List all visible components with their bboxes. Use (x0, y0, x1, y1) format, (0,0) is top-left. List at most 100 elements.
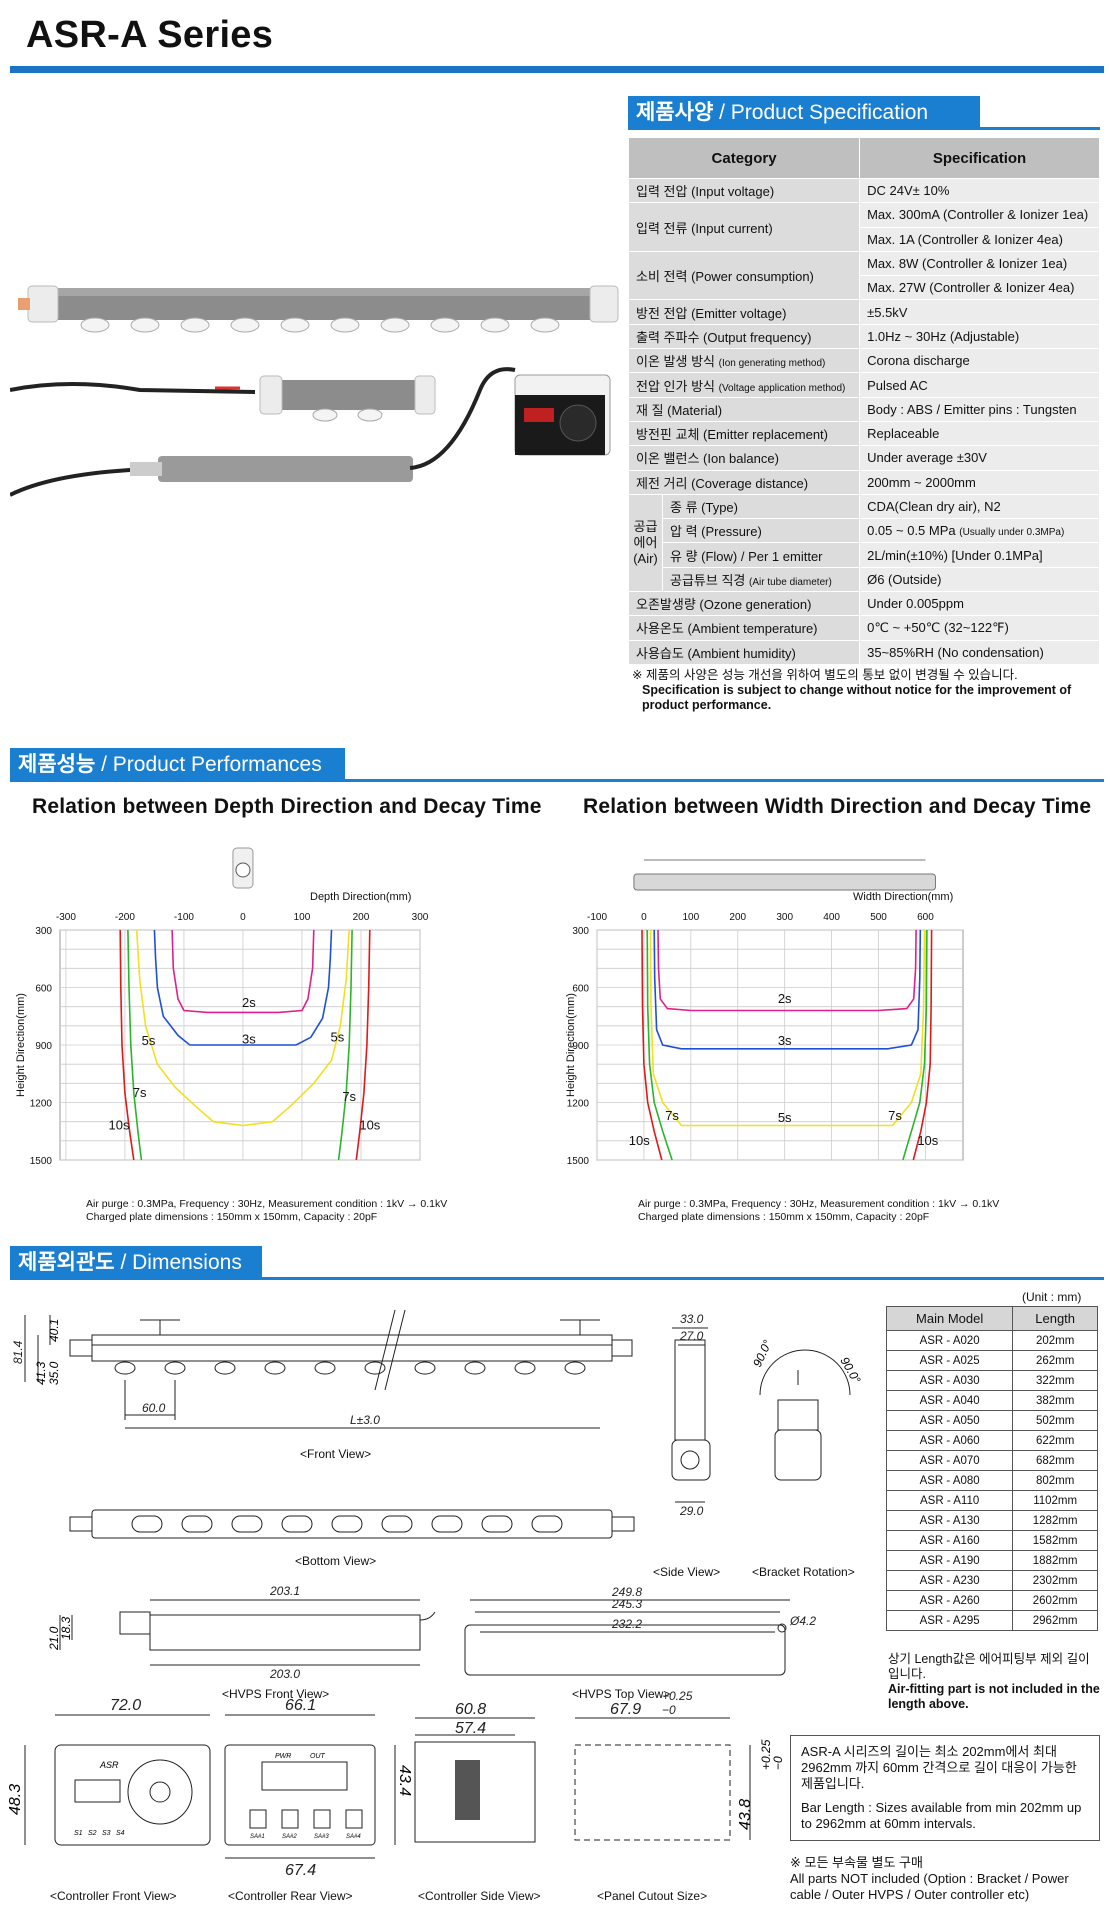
device-icon (633, 873, 936, 891)
series-line-7s (646, 929, 673, 1161)
spec-val: Body : ABS / Emitter pins : Tungsten (859, 396, 1100, 422)
spec-cat: 사용온도 (Ambient temperature) (627, 615, 861, 641)
parts-note-en: All parts NOT included (Option : Bracket… (790, 1871, 1069, 1902)
controller-rear-sa-2: SA#2 (282, 1834, 297, 1840)
dim-245-3: 245.3 (611, 1597, 642, 1611)
dim-43-4: 43.4 (396, 1765, 413, 1796)
x-tick-label: -300 (56, 912, 76, 923)
dim-33-0: 33.0 (680, 1312, 704, 1326)
spec-val: Under average ±30V (859, 445, 1100, 471)
curve-label: 10s (629, 1133, 650, 1148)
controller-front-port-4: S4 (116, 1830, 125, 1837)
model-length: 382mm (1012, 1390, 1098, 1411)
spec-air-group: 공급 에어 (Air) (628, 493, 663, 593)
y-tick-label: 1200 (30, 1099, 53, 1110)
dim-90-deg-right: 90.0° (837, 1355, 863, 1387)
series-line-10s (912, 929, 933, 1161)
box-note-en: Bar Length : Sizes available from min 20… (801, 1800, 1082, 1831)
x-tick-label: 0 (641, 912, 647, 923)
controller-rear-pwr: PWR (275, 1753, 291, 1760)
y-tick-label: 300 (35, 926, 52, 937)
curve-label: 10s (109, 1118, 130, 1133)
dim-60-0: 60.0 (142, 1401, 166, 1415)
x-tick-label: 100 (294, 912, 311, 923)
series-line-3s (653, 929, 922, 1050)
controller-front-brand: ASR (99, 1760, 119, 1770)
label-panel-cutout: <Panel Cutout Size> (597, 1889, 707, 1903)
spec-cat: 방전핀 교체 (Emitter replacement) (627, 420, 861, 447)
series-line-10s (355, 929, 371, 1161)
spec-val: 0℃ ~ +50℃ (32~122℉) (859, 615, 1100, 641)
model-name: ASR - A295 (885, 1610, 1014, 1631)
spec-section-ko: 제품사양 (636, 101, 714, 124)
model-name: ASR - A070 (885, 1450, 1014, 1471)
spec-cat: 압 력 (Pressure) (661, 518, 861, 544)
spec-val: Pulsed AC (859, 372, 1100, 398)
spec-cat: 종 류 (Type) (661, 493, 861, 520)
y-axis-label: Height Direction(mm) (565, 993, 577, 1097)
series-line-5s (649, 929, 926, 1127)
x-tick-label: 600 (917, 912, 934, 923)
model-length: 622mm (1012, 1430, 1098, 1451)
spec-header-category: Category (627, 137, 861, 179)
chart-footnote-line: Charged plate dimensions : 150mm x 150mm… (638, 1211, 930, 1223)
model-name: ASR - A030 (885, 1370, 1014, 1391)
y-tick-label: 300 (572, 926, 589, 937)
model-length: 1882mm (1012, 1550, 1098, 1571)
curve-label: 7s (888, 1108, 902, 1123)
spec-val: Max. 8W (Controller & Ionizer 1ea) (859, 250, 1100, 277)
controller-rear-sa-1: SA#1 (250, 1834, 265, 1840)
spec-cat: 재 질 (Material) (627, 396, 861, 422)
series-line-2s (657, 929, 917, 1012)
curve-label: 10s (917, 1133, 938, 1148)
dim-section-en: / Dimensions (120, 1251, 242, 1274)
chart-title-width: Relation between Width Direction and Dec… (583, 795, 1092, 818)
parts-note: ※ 모든 부속물 별도 구매 All parts NOT included (O… (790, 1855, 1100, 1903)
title-rule (10, 66, 1104, 73)
spec-cat: 입력 전압 (Input voltage) (627, 177, 861, 204)
dim-90-deg-left: 90.0° (750, 1338, 775, 1370)
model-name: ASR - A080 (885, 1470, 1014, 1491)
dim-60-8: 60.8 (455, 1701, 486, 1718)
spec-cat-en: (Ion generating method) (718, 358, 826, 370)
label-bracket-rotation: <Bracket Rotation> (752, 1565, 855, 1579)
dim-27-0: 27.0 (679, 1329, 704, 1343)
spec-cat: 입력 전류 (Input current) (627, 202, 861, 252)
curve-label: 10s (359, 1118, 380, 1133)
dim-section-tab: 제품외관도 / Dimensions (10, 1246, 262, 1280)
dim-phi-4-2: Ø4.2 (789, 1614, 816, 1628)
model-length: 202mm (1012, 1330, 1098, 1351)
series-line-7s (127, 929, 143, 1161)
spec-val: Ø6 (Outside) (859, 566, 1100, 593)
curve-label: 2s (242, 995, 256, 1010)
spec-cat: 사용습도 (Ambient humidity) (627, 639, 861, 665)
model-length: 682mm (1012, 1450, 1098, 1471)
spec-val: Replaceable (859, 420, 1100, 447)
y-tick-label: 1500 (567, 1156, 590, 1167)
model-name: ASR - A160 (885, 1530, 1014, 1551)
dim-29-0: 29.0 (679, 1504, 704, 1518)
model-name: ASR - A050 (885, 1410, 1014, 1431)
spec-cat-ko: 공급튜브 직경 (670, 572, 746, 588)
spec-section-line (628, 127, 1100, 130)
model-name: ASR - A040 (885, 1390, 1014, 1411)
dim-57-4: 57.4 (455, 1720, 486, 1737)
curve-label: 3s (242, 1031, 256, 1046)
controller-rear-out: OUT (310, 1753, 326, 1760)
dim-section-line (10, 1277, 1104, 1280)
page-title: ASR-A Series (26, 14, 274, 56)
spec-header-spec: Specification (859, 137, 1100, 179)
spec-cat: 이온 발생 방식 (Ion generating method) (627, 348, 861, 374)
curve-label: 3s (778, 1033, 792, 1048)
dim-203-0: 203.0 (269, 1667, 300, 1681)
